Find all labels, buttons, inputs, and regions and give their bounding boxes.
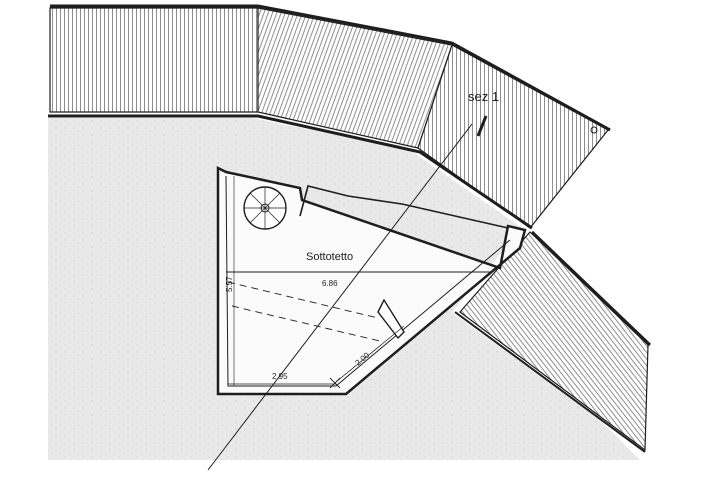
wall-outer-right [530,230,652,347]
section-line [207,123,473,471]
room-inner-wall [225,175,511,387]
room-alcove-wall [299,185,509,229]
spiral-staircase [243,186,287,230]
dimension-bottom: 2.95 [272,372,288,381]
dimension-width: 6.86 [322,279,338,288]
tick-mark [329,377,341,389]
section-label: sez 1 [468,89,499,104]
dimension-height: 5.57 [225,276,234,292]
room-label: Sottotetto [306,251,353,263]
room-partition-wall [377,298,405,340]
dashed-guide-1 [227,281,379,319]
wall-outer-diagonal [454,311,646,453]
dashed-guide-2 [231,305,385,343]
corner-marker [590,126,598,134]
dimension-line-diagonal [335,325,405,383]
wall-outer-mid [48,114,533,230]
room-sottotetto [216,165,527,396]
wall-outer-top [50,4,611,132]
section-marker [476,115,488,137]
roof-strip-top-left [49,7,259,113]
